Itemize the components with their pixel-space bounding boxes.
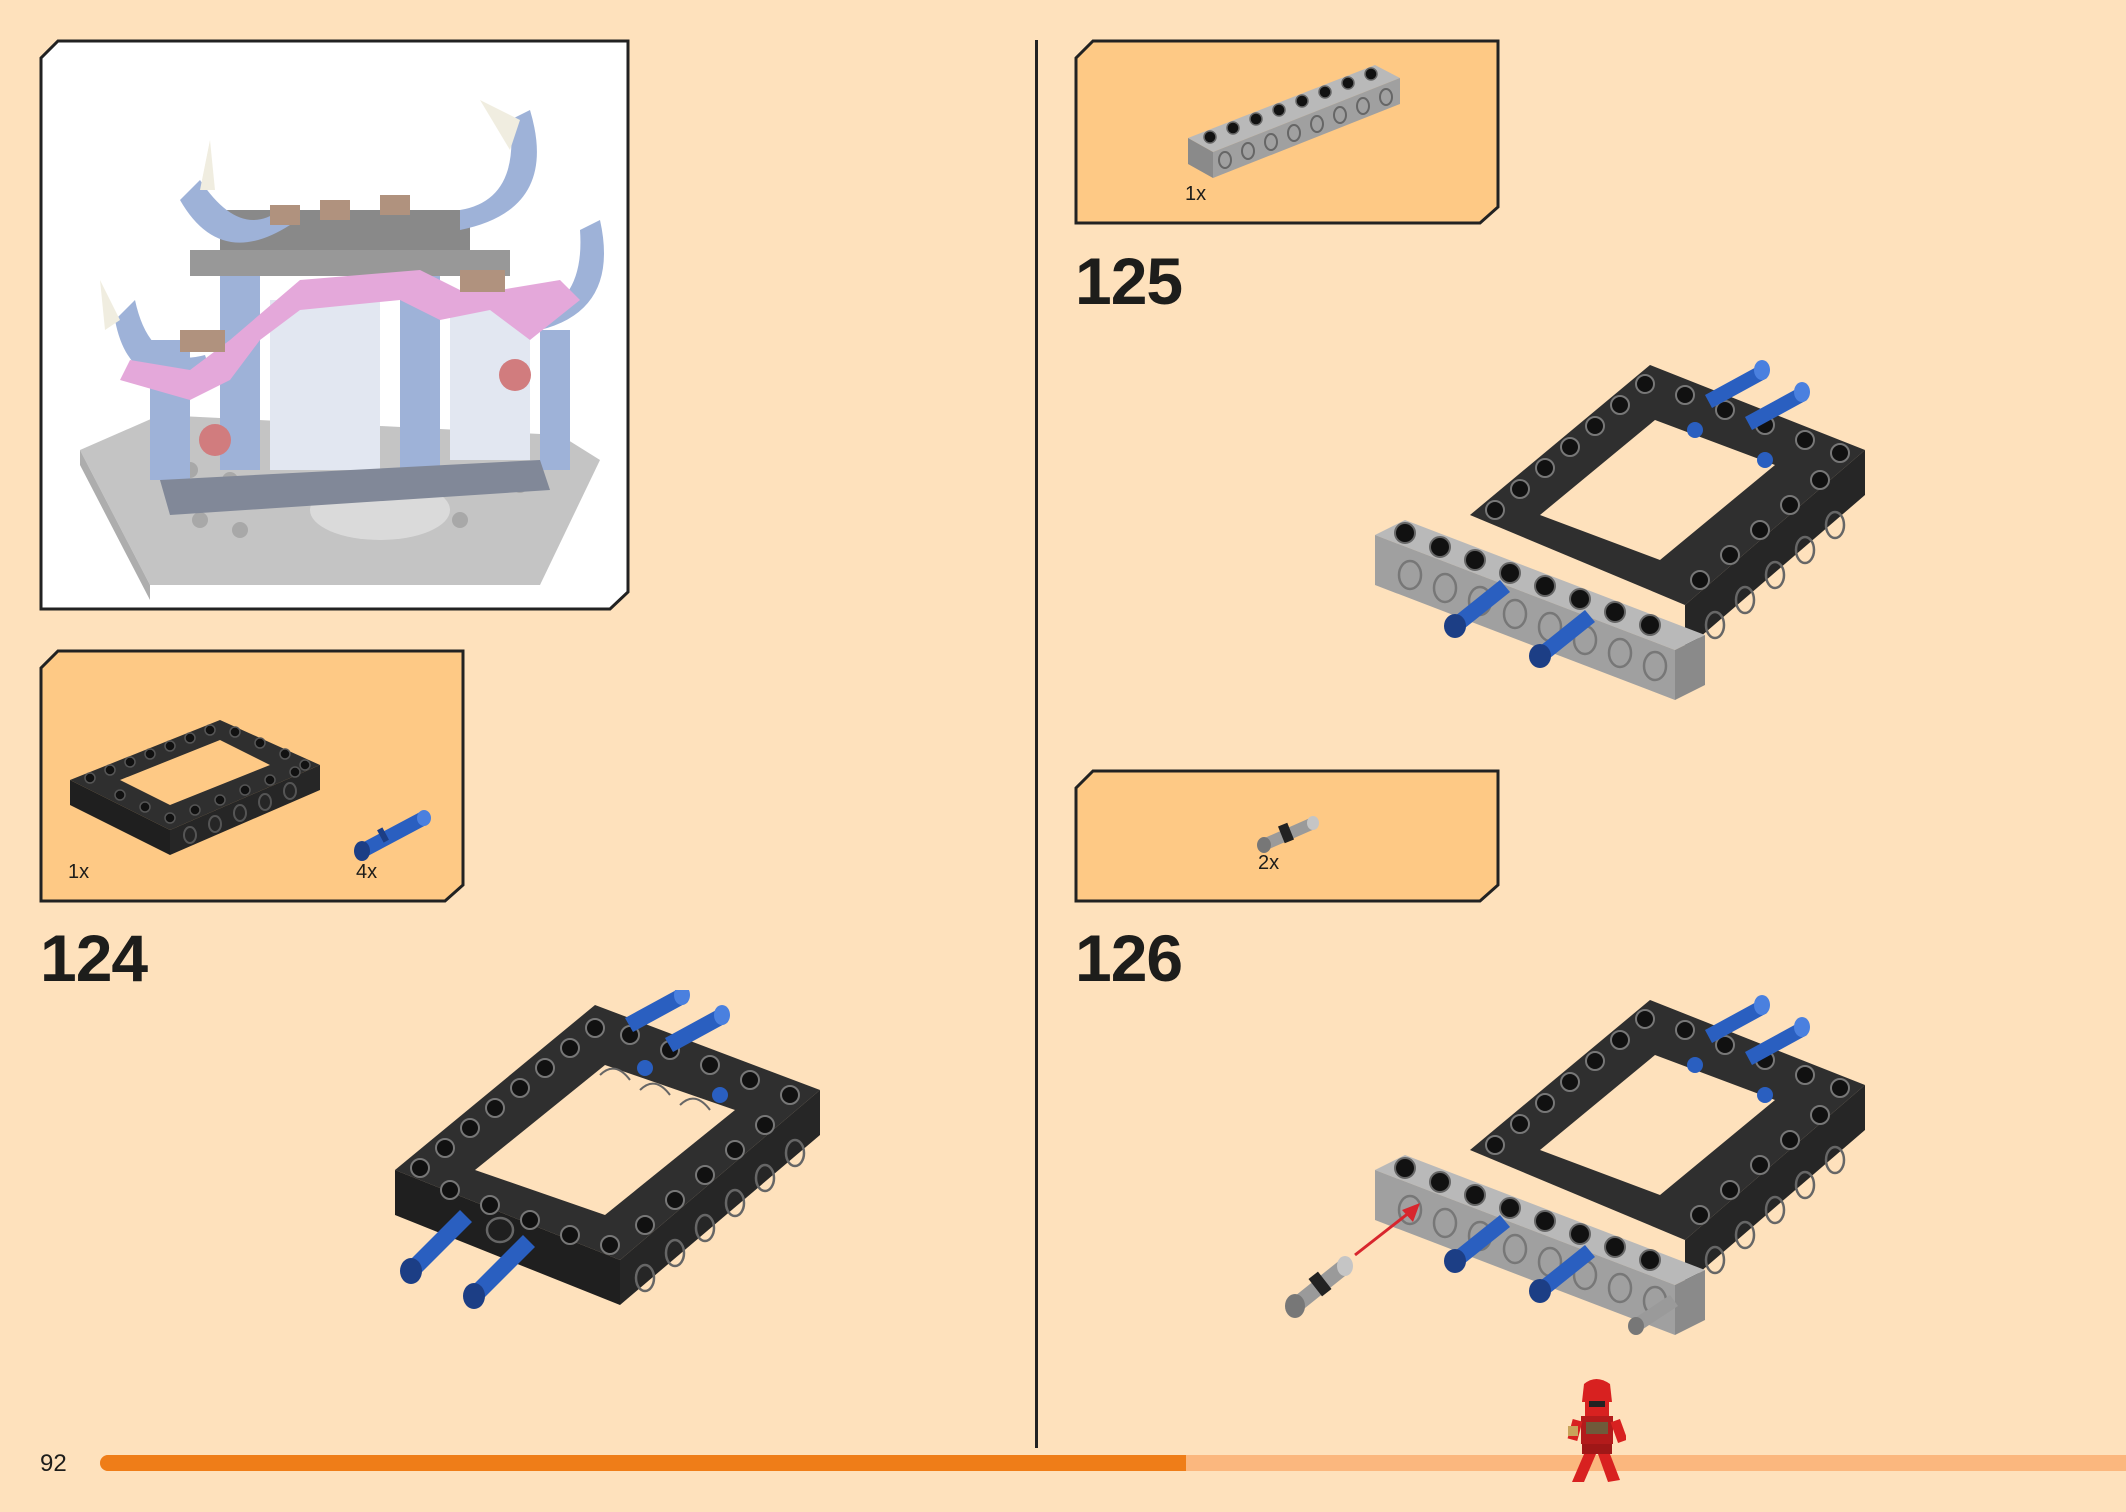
step-126-assembly	[1285, 995, 1865, 1335]
step-number: 126	[1075, 921, 1183, 995]
quantity-label: 1x	[1185, 183, 1207, 205]
grey-pin-icon	[1257, 816, 1319, 853]
step-number: 125	[1075, 244, 1183, 318]
blue-pin-icon	[354, 810, 431, 861]
black-technic-frame-icon	[70, 720, 320, 855]
temple-model-preview	[80, 100, 604, 600]
page-divider	[1035, 40, 1038, 1448]
loose-grey-pin	[1285, 1256, 1353, 1318]
insertion-arrow	[1354, 1203, 1420, 1257]
progress-bar	[100, 1455, 2126, 1471]
step-124-assembly	[395, 990, 820, 1309]
progress-fill	[100, 1455, 1186, 1471]
parts-callout-step-124: 1x 4x	[39, 649, 465, 903]
grey-technic-brick-icon	[1188, 65, 1400, 178]
parts-callout-step-126: 2x	[1074, 769, 1500, 903]
quantity-label: 4x	[356, 861, 378, 883]
quantity-label: 1x	[68, 861, 90, 883]
step-number: 124	[40, 921, 148, 995]
parts-callout-step-125: 1x	[1074, 39, 1500, 225]
quantity-label: 2x	[1258, 852, 1280, 874]
minifigure-mascot-icon	[1567, 1379, 1626, 1482]
page-number: 92	[40, 1450, 67, 1477]
step-125-assembly	[1375, 360, 1865, 700]
preview-callout	[39, 39, 630, 611]
